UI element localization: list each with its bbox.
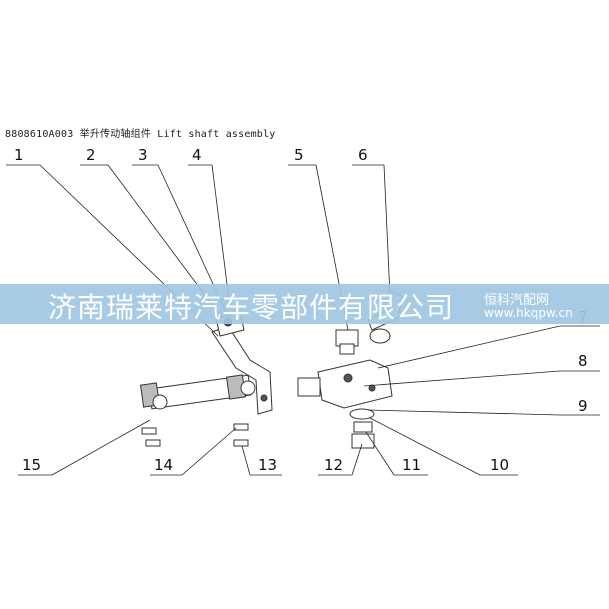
callout-4: 4 — [192, 146, 202, 164]
callout-2: 2 — [86, 146, 96, 164]
callout-11: 11 — [402, 456, 421, 474]
callout-12: 12 — [324, 456, 343, 474]
callout-3: 3 — [138, 146, 148, 164]
watermark-banner — [0, 284, 609, 324]
bolts-part — [141, 423, 249, 447]
callout-9: 9 — [578, 397, 588, 415]
drive-shaft-part — [139, 374, 256, 410]
watermark-site-url: www.hkqpw.cn — [484, 306, 573, 320]
elbow-fitting-part — [335, 329, 359, 355]
watermark-company: 济南瑞莱特汽车零部件有限公司 — [48, 291, 455, 324]
assembly-title: 8808610A003 举升传动轴组件 Lift shaft assembly — [5, 129, 276, 140]
callout-8: 8 — [578, 352, 588, 370]
callout-10: 10 — [490, 456, 509, 474]
lower-fittings-part — [349, 408, 375, 449]
callout-6: 6 — [358, 146, 368, 164]
gearbox-part — [297, 359, 393, 409]
callout-14: 14 — [154, 456, 173, 474]
callout-5: 5 — [294, 146, 304, 164]
watermark-site-name: 恒科汽配网 — [484, 293, 550, 308]
callout-1: 1 — [14, 146, 24, 164]
callout-13: 13 — [258, 456, 277, 474]
callout-15: 15 — [22, 456, 41, 474]
